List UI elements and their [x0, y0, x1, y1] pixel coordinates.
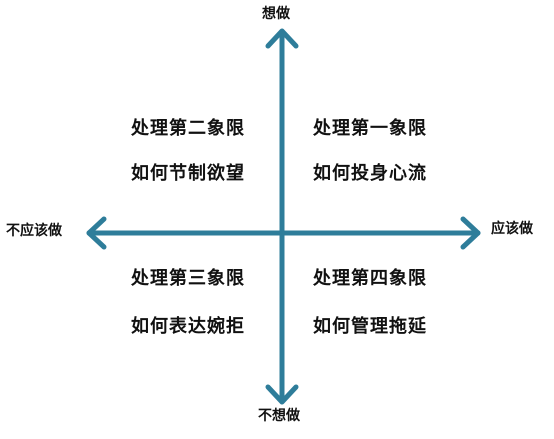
axis-label-top: 想做: [262, 6, 290, 22]
quadrant-top-right-title: 处理第一象限: [313, 118, 427, 139]
quadrant-bottom-left-title: 处理第三象限: [131, 268, 245, 289]
quadrant-bottom-left-subtitle: 如何表达婉拒: [131, 316, 245, 337]
quadrant-bottom-right-title: 处理第四象限: [313, 268, 427, 289]
quadrant-top-left-subtitle: 如何节制欲望: [131, 163, 245, 184]
axis-label-bottom: 不想做: [258, 408, 300, 424]
arrow-right-icon: [460, 216, 481, 250]
axis-label-right: 应该做: [491, 221, 533, 237]
arrow-left-icon: [86, 216, 107, 250]
quadrant-top-right-subtitle: 如何投身心流: [313, 163, 427, 184]
axis-label-left: 不应该做: [6, 223, 62, 239]
arrow-down-icon: [265, 384, 299, 405]
quadrant-bottom-right-subtitle: 如何管理拖延: [313, 316, 427, 337]
arrow-up-icon: [265, 28, 299, 49]
quadrant-top-left-title: 处理第二象限: [131, 118, 245, 139]
